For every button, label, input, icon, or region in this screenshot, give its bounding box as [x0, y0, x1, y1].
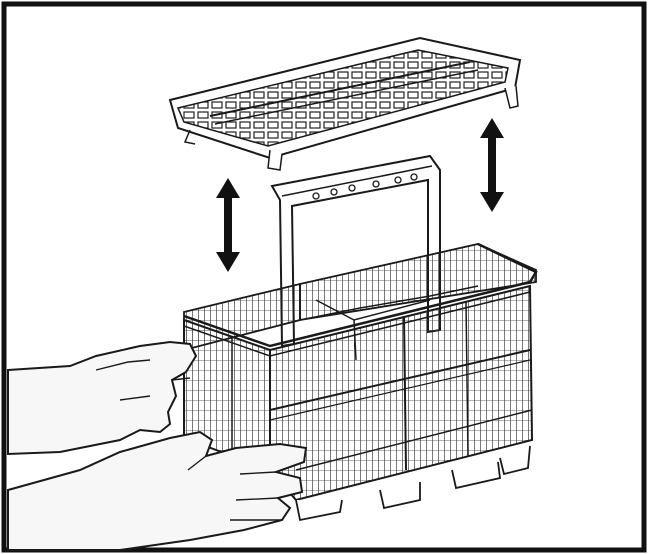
- up-down-arrow-icon-right: [480, 118, 504, 212]
- cutlery-basket-icon: [183, 154, 538, 522]
- hands-icon: [7, 340, 308, 551]
- cutlery-basket-lid-icon: [168, 36, 522, 171]
- up-down-arrow-icon: [216, 178, 240, 272]
